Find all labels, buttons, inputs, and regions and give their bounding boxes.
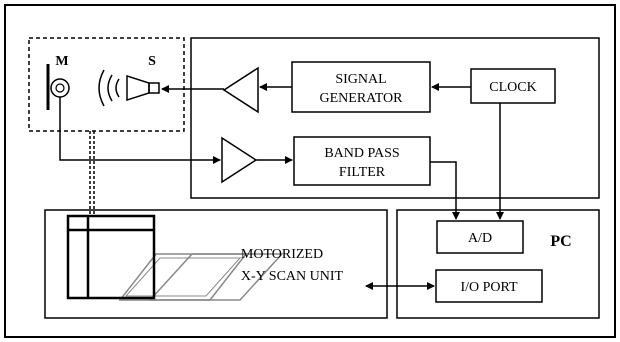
scan-unit-box — [44, 209, 388, 319]
band-pass-filter-label-line2: FILTER — [339, 165, 386, 180]
mechanical-link — [89, 131, 95, 216]
scan-unit-label-line2: X-Y SCAN UNIT — [241, 269, 344, 284]
microphone-to-amplifier-arrow — [59, 97, 221, 164]
transducer-box — [28, 37, 185, 132]
clock-label: CLOCK — [489, 80, 536, 95]
speaker-label: S — [148, 54, 156, 69]
pc-label: PC — [550, 233, 571, 250]
band-pass-filter-label-line1: BAND PASS — [324, 146, 399, 161]
outer-frame — [4, 4, 616, 338]
filter-to-ad-arrow — [430, 161, 460, 220]
ad-converter-box — [436, 220, 524, 254]
pc-box — [396, 209, 600, 319]
io-port-label: I/O PORT — [460, 280, 518, 295]
microphone-label: M — [55, 54, 68, 69]
microphone-icon — [46, 64, 70, 110]
signal-generator-label-line1: SIGNAL — [335, 72, 386, 87]
xy-scan-table-icon — [66, 214, 284, 301]
scan-unit-label-line1: MOTORIZED — [241, 247, 323, 262]
signal-processing-box — [190, 37, 600, 199]
ad-converter-label: A/D — [468, 231, 492, 246]
input-amplifier-icon — [221, 136, 258, 184]
band-pass-filter-box — [293, 136, 431, 186]
speaker-icon — [98, 69, 160, 107]
io-port-box — [435, 269, 543, 303]
connections — [59, 83, 504, 290]
clock-box — [470, 68, 556, 104]
output-amplifier-icon — [222, 66, 259, 114]
signal-generator-label-line2: GENERATOR — [320, 91, 404, 106]
